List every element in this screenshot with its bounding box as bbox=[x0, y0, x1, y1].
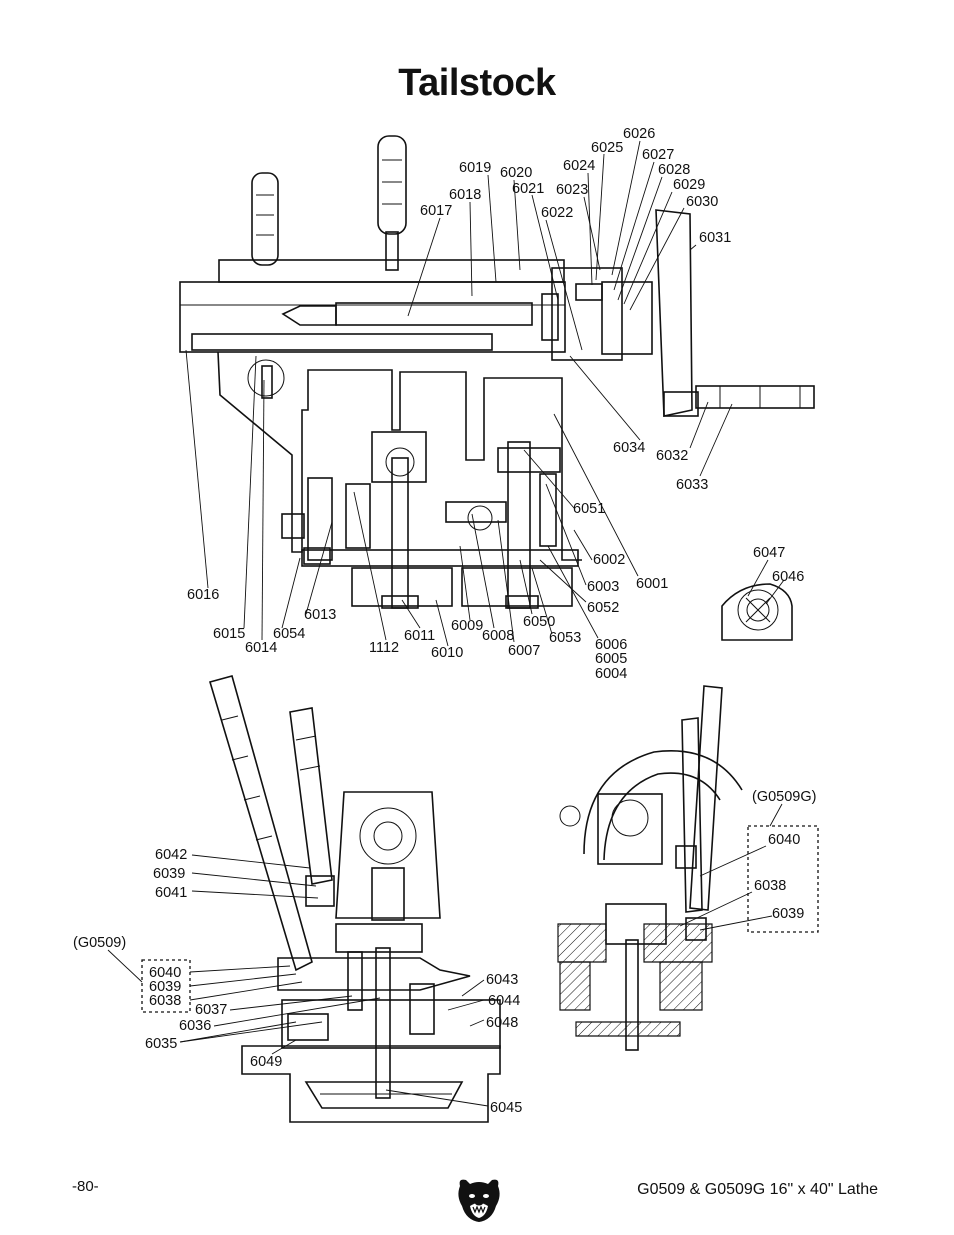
inset-view-callouts: 6047 6046 bbox=[753, 545, 804, 585]
callout-label: 6024 bbox=[563, 158, 595, 174]
callout-label: 6007 bbox=[508, 643, 540, 659]
callout-label: 6001 bbox=[636, 576, 668, 592]
callout-label: 6008 bbox=[482, 628, 514, 644]
callout-label: 6037 bbox=[195, 1002, 227, 1018]
callout-label: 6035 bbox=[145, 1036, 177, 1052]
callout-label: 6041 bbox=[155, 885, 187, 901]
leader-lines bbox=[107, 140, 785, 1107]
callout-label: 6047 bbox=[753, 545, 785, 561]
callout-label: 6038 bbox=[149, 993, 181, 1009]
callout-label: 6032 bbox=[656, 448, 688, 464]
callout-label: 6011 bbox=[404, 628, 435, 644]
page-title: Tailstock bbox=[398, 62, 556, 104]
callout-label: 6018 bbox=[449, 187, 481, 203]
callout-label: 6014 bbox=[245, 640, 277, 656]
callout-label: 6019 bbox=[459, 160, 491, 176]
callout-label: 6031 bbox=[699, 230, 731, 246]
callout-label: 6040 bbox=[768, 832, 800, 848]
callout-label: 6013 bbox=[304, 607, 336, 623]
callout-label: 6054 bbox=[273, 626, 305, 642]
lower-right-view-drawing bbox=[557, 685, 743, 1051]
callout-label: 6028 bbox=[658, 162, 690, 178]
callout-label: 6052 bbox=[587, 600, 619, 616]
callout-label: 6050 bbox=[523, 614, 555, 630]
callout-label: 6021 bbox=[512, 181, 544, 197]
callout-label: 6040 bbox=[149, 965, 181, 981]
callout-label: 6020 bbox=[500, 165, 532, 181]
main-view-drawing bbox=[179, 135, 815, 609]
callout-label: 6034 bbox=[613, 440, 645, 456]
callout-label: 6022 bbox=[541, 205, 573, 221]
callout-label: 6029 bbox=[673, 177, 705, 193]
callout-label: 6039 bbox=[153, 866, 185, 882]
callout-label: 6002 bbox=[593, 552, 625, 568]
callout-label: 6048 bbox=[486, 1015, 518, 1031]
callout-label: 6026 bbox=[623, 126, 655, 142]
lower-left-view-callouts: 6042 6039 6041 (G0509) 6040 6039 6038 60… bbox=[73, 847, 522, 1116]
callout-label: 6009 bbox=[451, 618, 483, 634]
page-number: -80- bbox=[72, 1178, 99, 1195]
callout-label: 6038 bbox=[754, 878, 786, 894]
inset-view-drawing bbox=[721, 583, 793, 641]
main-view-callouts: 6026 6025 6027 6024 6019 6020 6028 6029 … bbox=[187, 126, 731, 682]
callout-label: 6030 bbox=[686, 194, 718, 210]
callout-label: 6045 bbox=[490, 1100, 522, 1116]
callout-label: 6043 bbox=[486, 972, 518, 988]
manual-model-name: G0509 & G0509G 16" x 40" Lathe bbox=[637, 1181, 878, 1198]
callout-label: (G0509G) bbox=[752, 789, 816, 805]
callout-label: (G0509) bbox=[73, 935, 126, 951]
callout-label: 6053 bbox=[549, 630, 581, 646]
callout-label: 6010 bbox=[431, 645, 463, 661]
callout-label: 6044 bbox=[488, 993, 520, 1009]
callout-label: 6015 bbox=[213, 626, 245, 642]
callout-label: 6046 bbox=[772, 569, 804, 585]
callout-label: 6033 bbox=[676, 477, 708, 493]
callout-label: 6036 bbox=[179, 1018, 211, 1034]
callout-label: 6016 bbox=[187, 587, 219, 603]
callout-label: 1112 bbox=[369, 640, 399, 656]
callout-label: 6003 bbox=[587, 579, 619, 595]
callout-label: 6006 bbox=[595, 637, 627, 653]
callout-label: 6051 bbox=[573, 501, 605, 517]
callout-label: 6049 bbox=[250, 1054, 282, 1070]
lower-right-view-callouts: (G0509G) 6040 6038 6039 bbox=[752, 789, 816, 922]
callout-label: 6004 bbox=[595, 666, 627, 682]
g0509g-dashed-box bbox=[747, 825, 819, 933]
callout-label: 6039 bbox=[772, 906, 804, 922]
callout-label: 6039 bbox=[149, 979, 181, 995]
callout-label: 6025 bbox=[591, 140, 623, 156]
callout-label: 6027 bbox=[642, 147, 674, 163]
callout-label: 6042 bbox=[155, 847, 187, 863]
callout-label: 6005 bbox=[595, 651, 627, 667]
callout-label: 6023 bbox=[556, 182, 588, 198]
grizzly-bear-logo-icon bbox=[458, 1179, 500, 1222]
callout-label: 6017 bbox=[420, 203, 452, 219]
